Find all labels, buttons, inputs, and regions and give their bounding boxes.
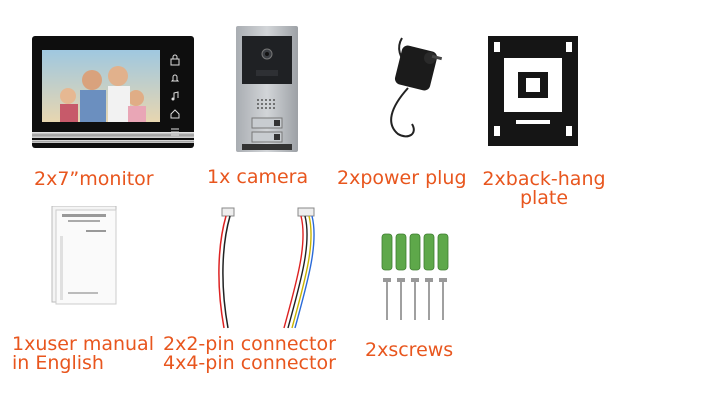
connectors-label: 2x2-pin connector 4x4-pin connector <box>163 335 336 373</box>
lock-icon[interactable] <box>169 54 183 66</box>
connectors-label-line2: 4x4-pin connector <box>163 352 336 374</box>
music-icon[interactable] <box>169 90 183 102</box>
user-manual-label-line1: 1xuser manual <box>12 333 154 355</box>
user-manual-label-line2: in English <box>12 352 104 374</box>
connectors-label-line1: 2x2-pin connector <box>163 333 336 355</box>
screws-image <box>378 230 450 324</box>
menu-icon[interactable] <box>169 126 183 138</box>
user-manual-label: 1xuser manual in English <box>12 335 154 373</box>
connectors-image <box>196 204 346 334</box>
home-icon[interactable] <box>169 108 183 120</box>
back-plate-image <box>486 32 580 150</box>
monitor-label: 2x7”monitor <box>34 168 154 190</box>
back-plate-label-line1: 2xback-hang <box>482 168 606 190</box>
screws-label: 2xscrews <box>365 339 454 361</box>
back-plate-label: 2xback-hang plate <box>478 170 610 208</box>
power-plug-image <box>368 36 448 146</box>
camera-label: 1x camera <box>207 166 309 188</box>
monitor-image <box>32 36 194 148</box>
monitor-icon-column <box>169 54 183 138</box>
bell-icon[interactable] <box>169 72 183 84</box>
power-plug-label: 2xpower plug <box>337 167 467 189</box>
back-plate-label-line2: plate <box>519 187 569 209</box>
camera-image <box>236 26 298 152</box>
user-manual-image <box>48 206 120 306</box>
